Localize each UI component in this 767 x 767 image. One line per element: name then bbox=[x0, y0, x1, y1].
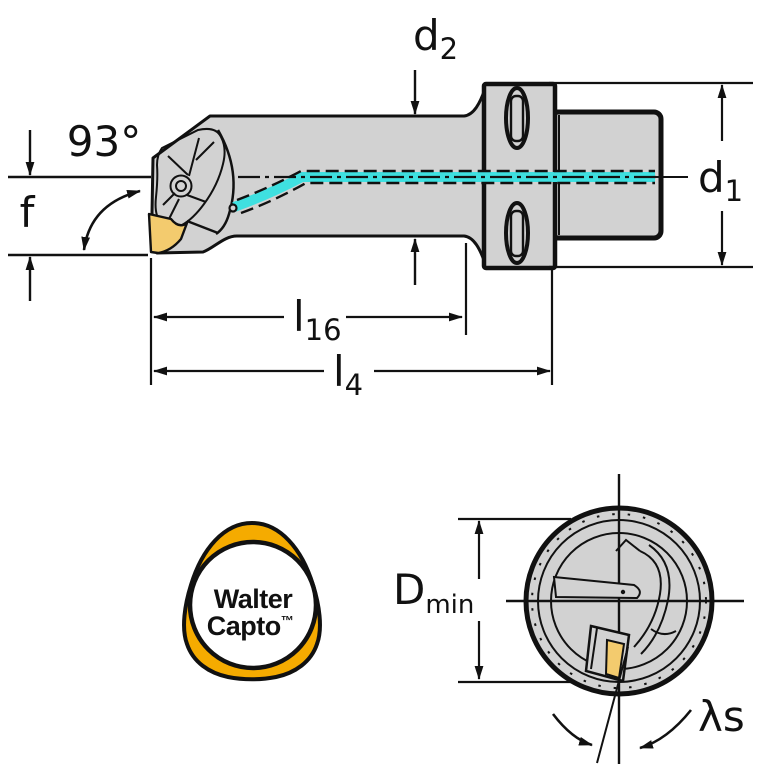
f-label: f bbox=[20, 188, 36, 237]
side-view: f 93° d2 d1 l16 bbox=[8, 11, 753, 402]
dim-f bbox=[8, 130, 151, 301]
pocket-line bbox=[186, 219, 219, 235]
angle-label: 93° bbox=[67, 117, 141, 166]
inclination-line bbox=[596, 646, 629, 764]
angle-arc bbox=[81, 189, 141, 251]
dim-dmin bbox=[458, 517, 574, 684]
end-view: Dmin λs bbox=[393, 474, 745, 764]
dim-l16 bbox=[149, 243, 468, 385]
logo-circle bbox=[187, 539, 319, 671]
lambda-label: λs bbox=[698, 692, 745, 741]
head-chamfer-curve bbox=[215, 129, 235, 236]
clamp-mechanism bbox=[154, 127, 235, 236]
d1-label: d1 bbox=[698, 153, 743, 208]
logo-text-line2: Capto™ bbox=[207, 611, 294, 641]
dim-d1 bbox=[549, 81, 753, 269]
flange-slot-lower bbox=[504, 201, 530, 265]
dim-lambda bbox=[551, 709, 693, 750]
coolant-outlet bbox=[228, 203, 238, 213]
cutting-insert bbox=[147, 212, 189, 255]
logo-text-line1: Walter bbox=[214, 584, 294, 614]
flange-slot-upper bbox=[504, 86, 530, 150]
dim-l4 bbox=[153, 270, 554, 385]
clamp-screw-inner bbox=[175, 180, 187, 192]
walter-capto-logo: Walter Capto™ bbox=[182, 520, 322, 682]
d2-label: d2 bbox=[413, 11, 458, 66]
clamp-screw-outer bbox=[169, 174, 193, 198]
l4-label: l4 bbox=[333, 347, 363, 402]
dmin-label: Dmin bbox=[393, 565, 474, 620]
l16-label: l16 bbox=[293, 292, 342, 347]
